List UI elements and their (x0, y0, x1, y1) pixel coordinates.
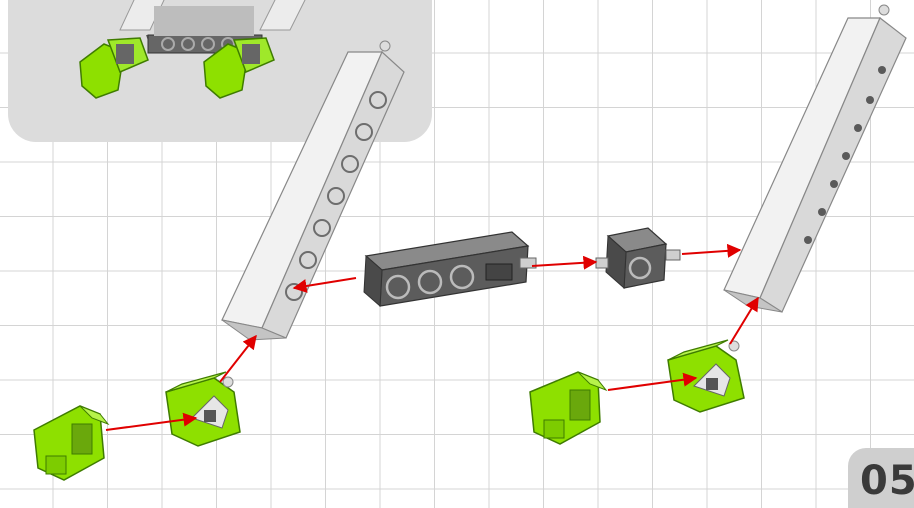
arrow-connector-to-cube (531, 255, 598, 270)
preview-green-part-right (203, 37, 275, 99)
green-clip-left (33, 405, 110, 481)
arrow-bracket-to-beam-left (219, 334, 257, 383)
long-beam-left (221, 40, 405, 341)
green-bracket-right (667, 339, 745, 413)
arrow-connector-to-beam-left (292, 277, 357, 293)
step-number: 05 (860, 458, 914, 504)
long-beam-right (723, 4, 907, 313)
beam-left-holes (285, 91, 387, 301)
arrow-cube-to-beam-right (681, 243, 742, 258)
arrow-clip-to-bracket-left (105, 412, 198, 431)
step-badge: 05 (848, 448, 914, 508)
dark-connector-block (363, 231, 537, 308)
inset-preview-assembly (79, 0, 306, 99)
dark-small-cube (595, 227, 681, 290)
arrow-clip-to-bracket-right (607, 372, 698, 391)
green-clip-right (529, 371, 608, 445)
parts-layer (33, 4, 907, 481)
green-bracket-left (165, 371, 241, 447)
arrow-bracket-to-beam-right (729, 296, 759, 345)
beam-right-holes (804, 66, 886, 244)
preview-green-part-left (79, 37, 149, 99)
connector-holes (385, 264, 475, 300)
